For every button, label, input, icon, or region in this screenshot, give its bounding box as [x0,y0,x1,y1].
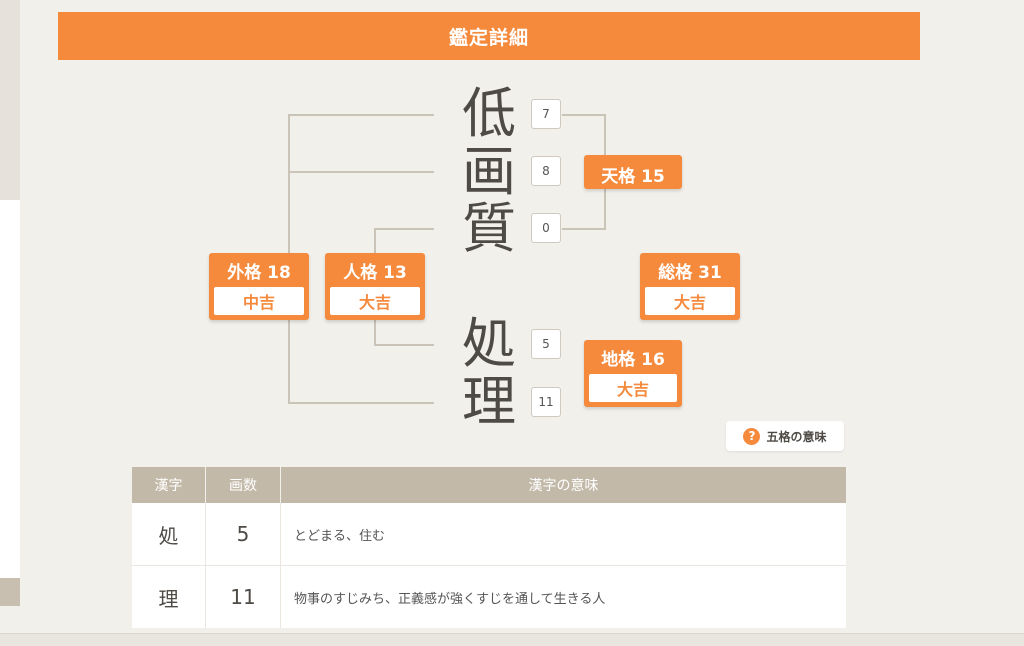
bottom-scroll-strip [0,633,1024,646]
name-kanji: 処 [462,312,516,375]
name-kanji: 質 [462,197,516,260]
connector-line [562,228,606,230]
gokaku-meaning-label: 五格の意味 [766,429,827,444]
stroke-count: 5 [531,329,561,359]
row-count: 5 [205,503,281,566]
table-header-count: 画数 [205,467,281,503]
table-row: 処 5 とどまる、住む [132,503,846,566]
connector-line [562,114,606,116]
kanji-meaning-table: 漢字 画数 漢字の意味 処 5 とどまる、住む 理 11 物事のすじみち、正義感… [132,467,846,628]
row-kanji: 理 [132,565,206,628]
soukaku-result: 大吉 [645,287,735,315]
name-kanji: 画 [462,140,516,203]
stroke-count: 11 [531,387,561,417]
chikaku-label: 地格 16 [601,350,665,370]
gaikaku-label: 外格 18 [227,263,291,283]
chikaku-badge: 地格 16 大吉 [584,340,682,407]
jinkaku-result: 大吉 [330,287,420,315]
left-sidebar-footer [0,578,20,606]
connector-line [288,402,434,404]
table-header-row: 漢字 画数 漢字の意味 [132,467,846,503]
left-sidebar-panel [0,200,20,578]
name-kanji: 理 [462,370,516,433]
left-sidebar-edge [0,0,20,200]
soukaku-label: 総格 31 [658,263,722,283]
connector-line [374,344,434,346]
section-title-text: 鑑定詳細 [448,26,529,49]
connector-line [374,228,434,230]
gaikaku-result: 中吉 [214,287,304,315]
name-kanji: 低 [462,82,516,145]
row-meaning: とどまる、住む [294,528,386,544]
jinkaku-badge: 人格 13 大吉 [325,253,425,320]
stroke-count: 8 [531,156,561,186]
tenkaku-badge: 天格 15 [584,155,682,189]
jinkaku-label: 人格 13 [343,263,407,283]
table-header-meaning: 漢字の意味 [280,467,846,503]
connector-line [288,114,434,116]
row-kanji: 処 [132,503,206,566]
soukaku-badge: 総格 31 大吉 [640,253,740,320]
table-header-kanji: 漢字 [132,467,206,503]
gaikaku-badge: 外格 18 中吉 [209,253,309,320]
tenkaku-label: 天格 15 [601,167,665,187]
gokaku-meaning-button[interactable]: ? 五格の意味 [726,421,844,451]
connector-line [288,171,434,173]
chikaku-result: 大吉 [589,374,677,402]
table-row: 理 11 物事のすじみち、正義感が強くすじを通して生きる人 [132,565,846,628]
section-title: 鑑定詳細 [58,12,920,60]
stroke-count: 0 [531,213,561,243]
question-icon: ? [743,427,761,445]
stroke-count: 7 [531,99,561,129]
row-count: 11 [205,565,281,628]
row-meaning: 物事のすじみち、正義感が強くすじを通して生きる人 [280,565,846,628]
